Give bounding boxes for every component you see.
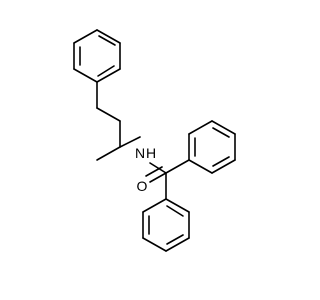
bond — [142, 237, 167, 252]
molecule-structure: N H O — [0, 0, 300, 300]
phenyl-ring-top — [73, 29, 121, 83]
bond — [211, 120, 236, 135]
phenyl-ring-bottom — [142, 172, 190, 252]
bond — [165, 237, 190, 252]
bond — [211, 159, 236, 174]
carbonyl-bond — [149, 172, 167, 183]
bond — [96, 107, 121, 122]
double-bond-inner — [97, 65, 115, 77]
bond — [165, 198, 190, 213]
amide-group — [145, 159, 190, 183]
nitrogen-label: N — [135, 145, 145, 161]
bond — [188, 120, 213, 135]
bond — [96, 29, 121, 44]
bond — [73, 29, 98, 44]
hydrogen-label: H — [146, 145, 156, 161]
phenyl-ring-right — [188, 120, 236, 174]
bond — [165, 159, 190, 174]
bond — [119, 136, 141, 148]
methyl-bond — [96, 146, 121, 161]
carbonyl-bond — [145, 166, 163, 177]
alkyl-chain — [96, 81, 141, 161]
bond — [73, 68, 98, 83]
bond — [142, 198, 167, 213]
canvas-background — [0, 0, 300, 300]
double-bond-inner — [98, 35, 116, 46]
bond — [188, 159, 213, 174]
double-bond-inner — [212, 127, 230, 138]
bond — [96, 68, 121, 83]
oxygen-label: O — [137, 178, 148, 194]
double-bond-inner — [166, 205, 184, 217]
bond — [149, 162, 167, 174]
double-bond-inner — [166, 234, 184, 245]
double-bond-inner — [212, 156, 230, 167]
